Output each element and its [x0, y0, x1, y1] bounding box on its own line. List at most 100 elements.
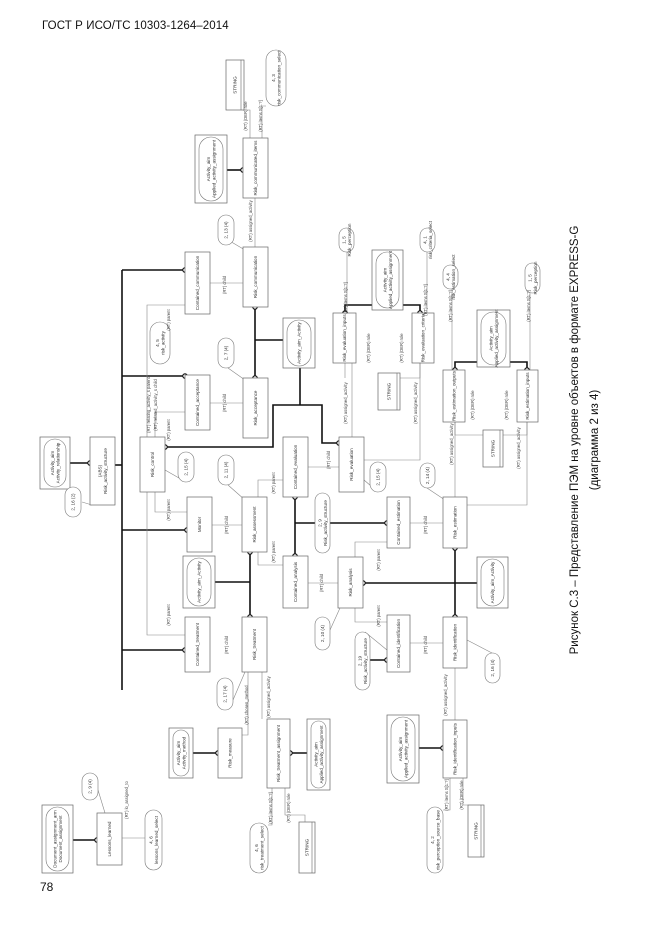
select-inner-oval [45, 806, 70, 872]
entity-box [242, 377, 269, 439]
relation-connector [257, 552, 283, 566]
entity-label: Contained_acceptance [195, 379, 200, 426]
entity-monitor[interactable]: Monitor [186, 496, 213, 553]
entity-contained-evaluation[interactable]: Contained_evaluation [282, 436, 309, 498]
entity-risk-activity-structure[interactable]: (ABS)Risk_activity_structure [89, 436, 116, 506]
reference-label: risk_estimation_select [451, 254, 456, 300]
figure-caption: Рисунок С.3 – Представление ПЭМ на уровн… [569, 226, 581, 655]
entity-label: STRING [233, 76, 238, 94]
string-type-string1[interactable]: STRING [225, 59, 245, 111]
reference-label: 4, 1 [422, 236, 427, 244]
reference-oval [442, 264, 459, 290]
relation-label: (RT) items S[1:?] [343, 282, 348, 314]
relation-label: (RT) items S[1:?] [423, 284, 428, 316]
page-reference-ref-2-16-2: 2, 16 (2) [64, 486, 82, 518]
relation-label: (RT) parent [271, 541, 276, 563]
reference-label: 2, 19 [357, 655, 362, 666]
entity-risk-treatment-assignment[interactable]: Risk_treatment_assignment [266, 718, 291, 789]
reference-label: 2, 9 [317, 519, 322, 527]
entity-risk-communicated-items[interactable]: Risk_communicated_items [242, 137, 269, 199]
relation-label: (RT) related_activity_s child [153, 379, 158, 431]
entity-contained-communication[interactable]: Contained_communication [184, 251, 211, 315]
entity-risk-analysis[interactable]: Risk_analysis [337, 556, 364, 609]
page-reference-ref-2-10: 2, 10 (4) [314, 616, 331, 651]
entity-risk-identification-inputs[interactable]: Risk_identification_inputs [442, 719, 468, 779]
relation-label: (RT) relating_activity_s parent [146, 376, 151, 433]
relation-label: (RT) parent [166, 499, 171, 521]
entity-risk-estimation-inputs[interactable]: Risk_estimation_inputs [516, 369, 539, 423]
relation-label: (RT) items S[1:?] [526, 290, 531, 322]
thick-connector [510, 361, 528, 370]
reference-oval [217, 214, 235, 246]
diagram-nodes: STRINGRisk_communicated_itemsActivity_ai… [39, 49, 541, 874]
reference-label: 2, 11 (4) [224, 461, 229, 478]
entity-risk-evaluation-inputs[interactable]: Risk_evaluation_inputs [332, 312, 357, 364]
entity-risk-evaluation[interactable]: Risk_evaluation [338, 436, 365, 493]
entity-box [386, 614, 411, 673]
entity-risk-evaluation-criteria[interactable]: Risk_evaluation_criteria [411, 312, 435, 364]
relation-label: (RT) (DER) role [243, 101, 248, 131]
entity-contained-analysis[interactable]: Contained_analysis [282, 555, 309, 609]
entity-risk-communication[interactable]: Risk_communication [242, 246, 269, 308]
select-inner-oval [480, 311, 507, 366]
string-type-string4[interactable]: STRING [467, 804, 485, 858]
entity-label: Applied_activity_assignment [319, 725, 324, 784]
relation-connector [364, 363, 421, 461]
entity-lessons-learned[interactable]: Lessons_learned [96, 812, 123, 866]
select-type-aim-activity3[interactable]: Activity_aim_Activity [476, 556, 509, 609]
entity-contained-acceptance[interactable]: Contained_acceptance [184, 374, 211, 431]
entity-risk-treatment[interactable]: Risk_treatment [241, 616, 268, 673]
select-type-aim-activity1[interactable]: Activity_aim_Activity [282, 317, 316, 369]
entity-label: STRING [491, 439, 496, 457]
entity-risk-identification[interactable]: Risk_identification [442, 616, 468, 669]
relation-label: (RT) child [222, 393, 227, 412]
reference-oval [216, 677, 234, 711]
relation-label: (RT) (DER) role [366, 333, 371, 363]
reference-label: 1, 5 [341, 236, 346, 244]
entity-risk-assessment[interactable]: Risk_assessment [241, 496, 268, 553]
entity-contained-identification[interactable]: Contained_identification [386, 614, 411, 673]
entity-contained-estimation[interactable]: Contained_estimation [386, 496, 411, 549]
reference-label: 2, 16 (2) [71, 493, 76, 511]
page-reference-ref-2-16-4: 2, 16 (4) [484, 652, 501, 684]
entity-label: Activity_aim [206, 157, 211, 182]
entity-label: Risk_measure [228, 738, 233, 768]
relation-label: (RT) (DER) role [399, 333, 404, 363]
entity-risk-estimation-outputs[interactable]: Risk_estimation_outputs [442, 369, 466, 423]
relation-connector [244, 109, 251, 138]
entity-box [482, 429, 504, 468]
entity-risk-measure[interactable]: Risk_measure [217, 727, 243, 779]
entity-box [411, 312, 435, 364]
entity-label: Applied_activity_assignment [403, 719, 408, 778]
string-type-string2[interactable]: STRING [377, 372, 401, 411]
relation-label: (RT) items S[1:?] [444, 779, 449, 811]
relation-connector [466, 639, 493, 654]
relation-label: (RT) parent [376, 549, 381, 571]
entity-label: Risk_assessment [252, 506, 257, 543]
relation-label: (RT) assigned_activity [413, 381, 418, 423]
entity-label: Monitor [197, 516, 202, 532]
relation-label: (RT) assigned_activity [266, 675, 271, 717]
select-type-aim-activity2[interactable]: Activity_aim_Activity [182, 555, 216, 609]
entity-contained-treatment[interactable]: Contained_treatment [184, 616, 211, 673]
page-reference-ref-2-9-4: 2, 9 (4) [81, 772, 99, 801]
entity-box [89, 436, 116, 506]
entity-label: Risk_estimation_outputs [452, 370, 457, 421]
entity-risk-control[interactable]: Risk_control [139, 436, 166, 493]
entity-risk-acceptance[interactable]: Risk_acceptance [242, 377, 269, 439]
relation-connector [503, 422, 528, 436]
relation-connector [154, 492, 187, 513]
string-type-string3[interactable]: STRING [482, 429, 504, 468]
relation-label: (RT) (DER) role [504, 390, 509, 420]
entity-risk-estimation[interactable]: Risk_estimation [442, 496, 468, 549]
string-type-string5[interactable]: STRING [298, 821, 316, 874]
select-inner-oval [390, 716, 416, 782]
